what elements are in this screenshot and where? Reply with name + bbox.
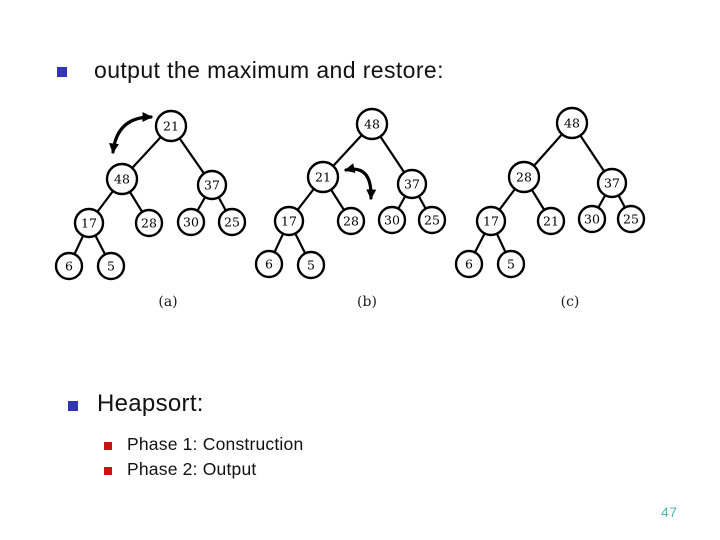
tree-node-value: 48 — [564, 116, 580, 131]
tree-node-circle — [355, 107, 389, 141]
tree-node-value: 28 — [516, 170, 532, 185]
tree-node-value: 21 — [543, 214, 559, 229]
heap-tree-c: 48 28 37 17 21 30 25 6 5 (c) — [454, 106, 646, 310]
heapsort-heading-row: Heapsort: — [68, 390, 204, 418]
tree-node-value: 21 — [163, 119, 179, 134]
phase1-label: Phase 1: Construction — [127, 434, 304, 454]
tree-node-value: 25 — [623, 212, 639, 227]
tree-node-value: 6 — [65, 259, 73, 274]
tree-node-value: 28 — [141, 216, 157, 231]
heading-bullet-icon — [68, 400, 78, 411]
tree-node-value: 6 — [465, 257, 473, 272]
tree-node-circle — [273, 205, 305, 237]
tree-node-value: 25 — [224, 215, 240, 230]
tree-node-circle — [217, 207, 247, 237]
swap-arrow-icon — [344, 163, 377, 200]
phase1-item-row: Phase 1: Construction — [104, 434, 303, 455]
tree-node-circle — [336, 206, 366, 236]
tree-node-circle — [475, 205, 507, 237]
tree-label: (b) — [357, 294, 377, 310]
tree-node-circle — [596, 167, 628, 199]
tree-node-circle — [496, 249, 526, 279]
tree-node-circle — [377, 205, 407, 235]
title-row: output the maximum and restore: — [57, 57, 444, 84]
tree-node-circle — [96, 251, 126, 281]
tree-node-value: 30 — [384, 213, 400, 228]
tree-node-circle — [54, 251, 84, 281]
phase2-label: Phase 2: Output — [127, 459, 257, 479]
tree-node-circle — [134, 208, 164, 238]
phase2-item-row: Phase 2: Output — [104, 459, 256, 480]
phase2-bullet-icon — [104, 466, 112, 475]
tree-node-value: 28 — [343, 214, 359, 229]
tree-node-circle — [507, 160, 541, 194]
phase1-bullet-icon — [104, 441, 112, 450]
tree-node-value: 5 — [307, 258, 315, 273]
page-number: 47 — [661, 504, 678, 520]
tree-node-value: 48 — [114, 172, 130, 187]
swap-arrow-icon — [109, 112, 153, 154]
tree-node-value: 5 — [107, 259, 115, 274]
heap-tree-b: 48 21 37 17 28 30 25 6 5 (b) — [254, 107, 447, 310]
tree-node-value: 17 — [281, 214, 297, 229]
tree-node-value: 21 — [315, 170, 331, 185]
tree-node-value: 25 — [424, 213, 440, 228]
tree-node-value: 6 — [265, 257, 273, 272]
tree-node-circle — [577, 204, 607, 234]
tree-node-circle — [454, 249, 484, 279]
heapsort-heading: Heapsort: — [97, 390, 204, 417]
tree-node-circle — [196, 169, 228, 201]
tree-node-value: 5 — [507, 257, 515, 272]
tree-node-circle — [417, 205, 447, 235]
tree-node-value: 37 — [404, 177, 420, 192]
tree-node-circle — [536, 206, 566, 236]
tree-node-circle — [296, 250, 326, 280]
tree-node-value: 37 — [204, 178, 220, 193]
tree-node-value: 37 — [604, 176, 620, 191]
tree-node-circle — [154, 109, 188, 143]
tree-node-circle — [306, 160, 340, 194]
tree-label: (a) — [158, 294, 177, 310]
tree-node-circle — [396, 168, 428, 200]
tree-node-circle — [176, 207, 206, 237]
tree-label: (c) — [561, 294, 580, 310]
slide-title: output the maximum and restore: — [94, 57, 444, 83]
tree-node-value: 17 — [81, 216, 97, 231]
tree-node-circle — [105, 162, 139, 196]
tree-node-value: 30 — [584, 212, 600, 227]
title-bullet-icon — [57, 67, 67, 77]
tree-node-circle — [616, 204, 646, 234]
heap-tree-a: 21 48 37 17 28 30 25 6 5 (a) — [54, 109, 247, 310]
tree-node-circle — [254, 249, 284, 279]
tree-node-circle — [73, 207, 105, 239]
tree-node-circle — [555, 106, 589, 140]
tree-node-value: 48 — [364, 117, 380, 132]
tree-node-value: 17 — [483, 214, 499, 229]
tree-node-value: 30 — [183, 215, 199, 230]
